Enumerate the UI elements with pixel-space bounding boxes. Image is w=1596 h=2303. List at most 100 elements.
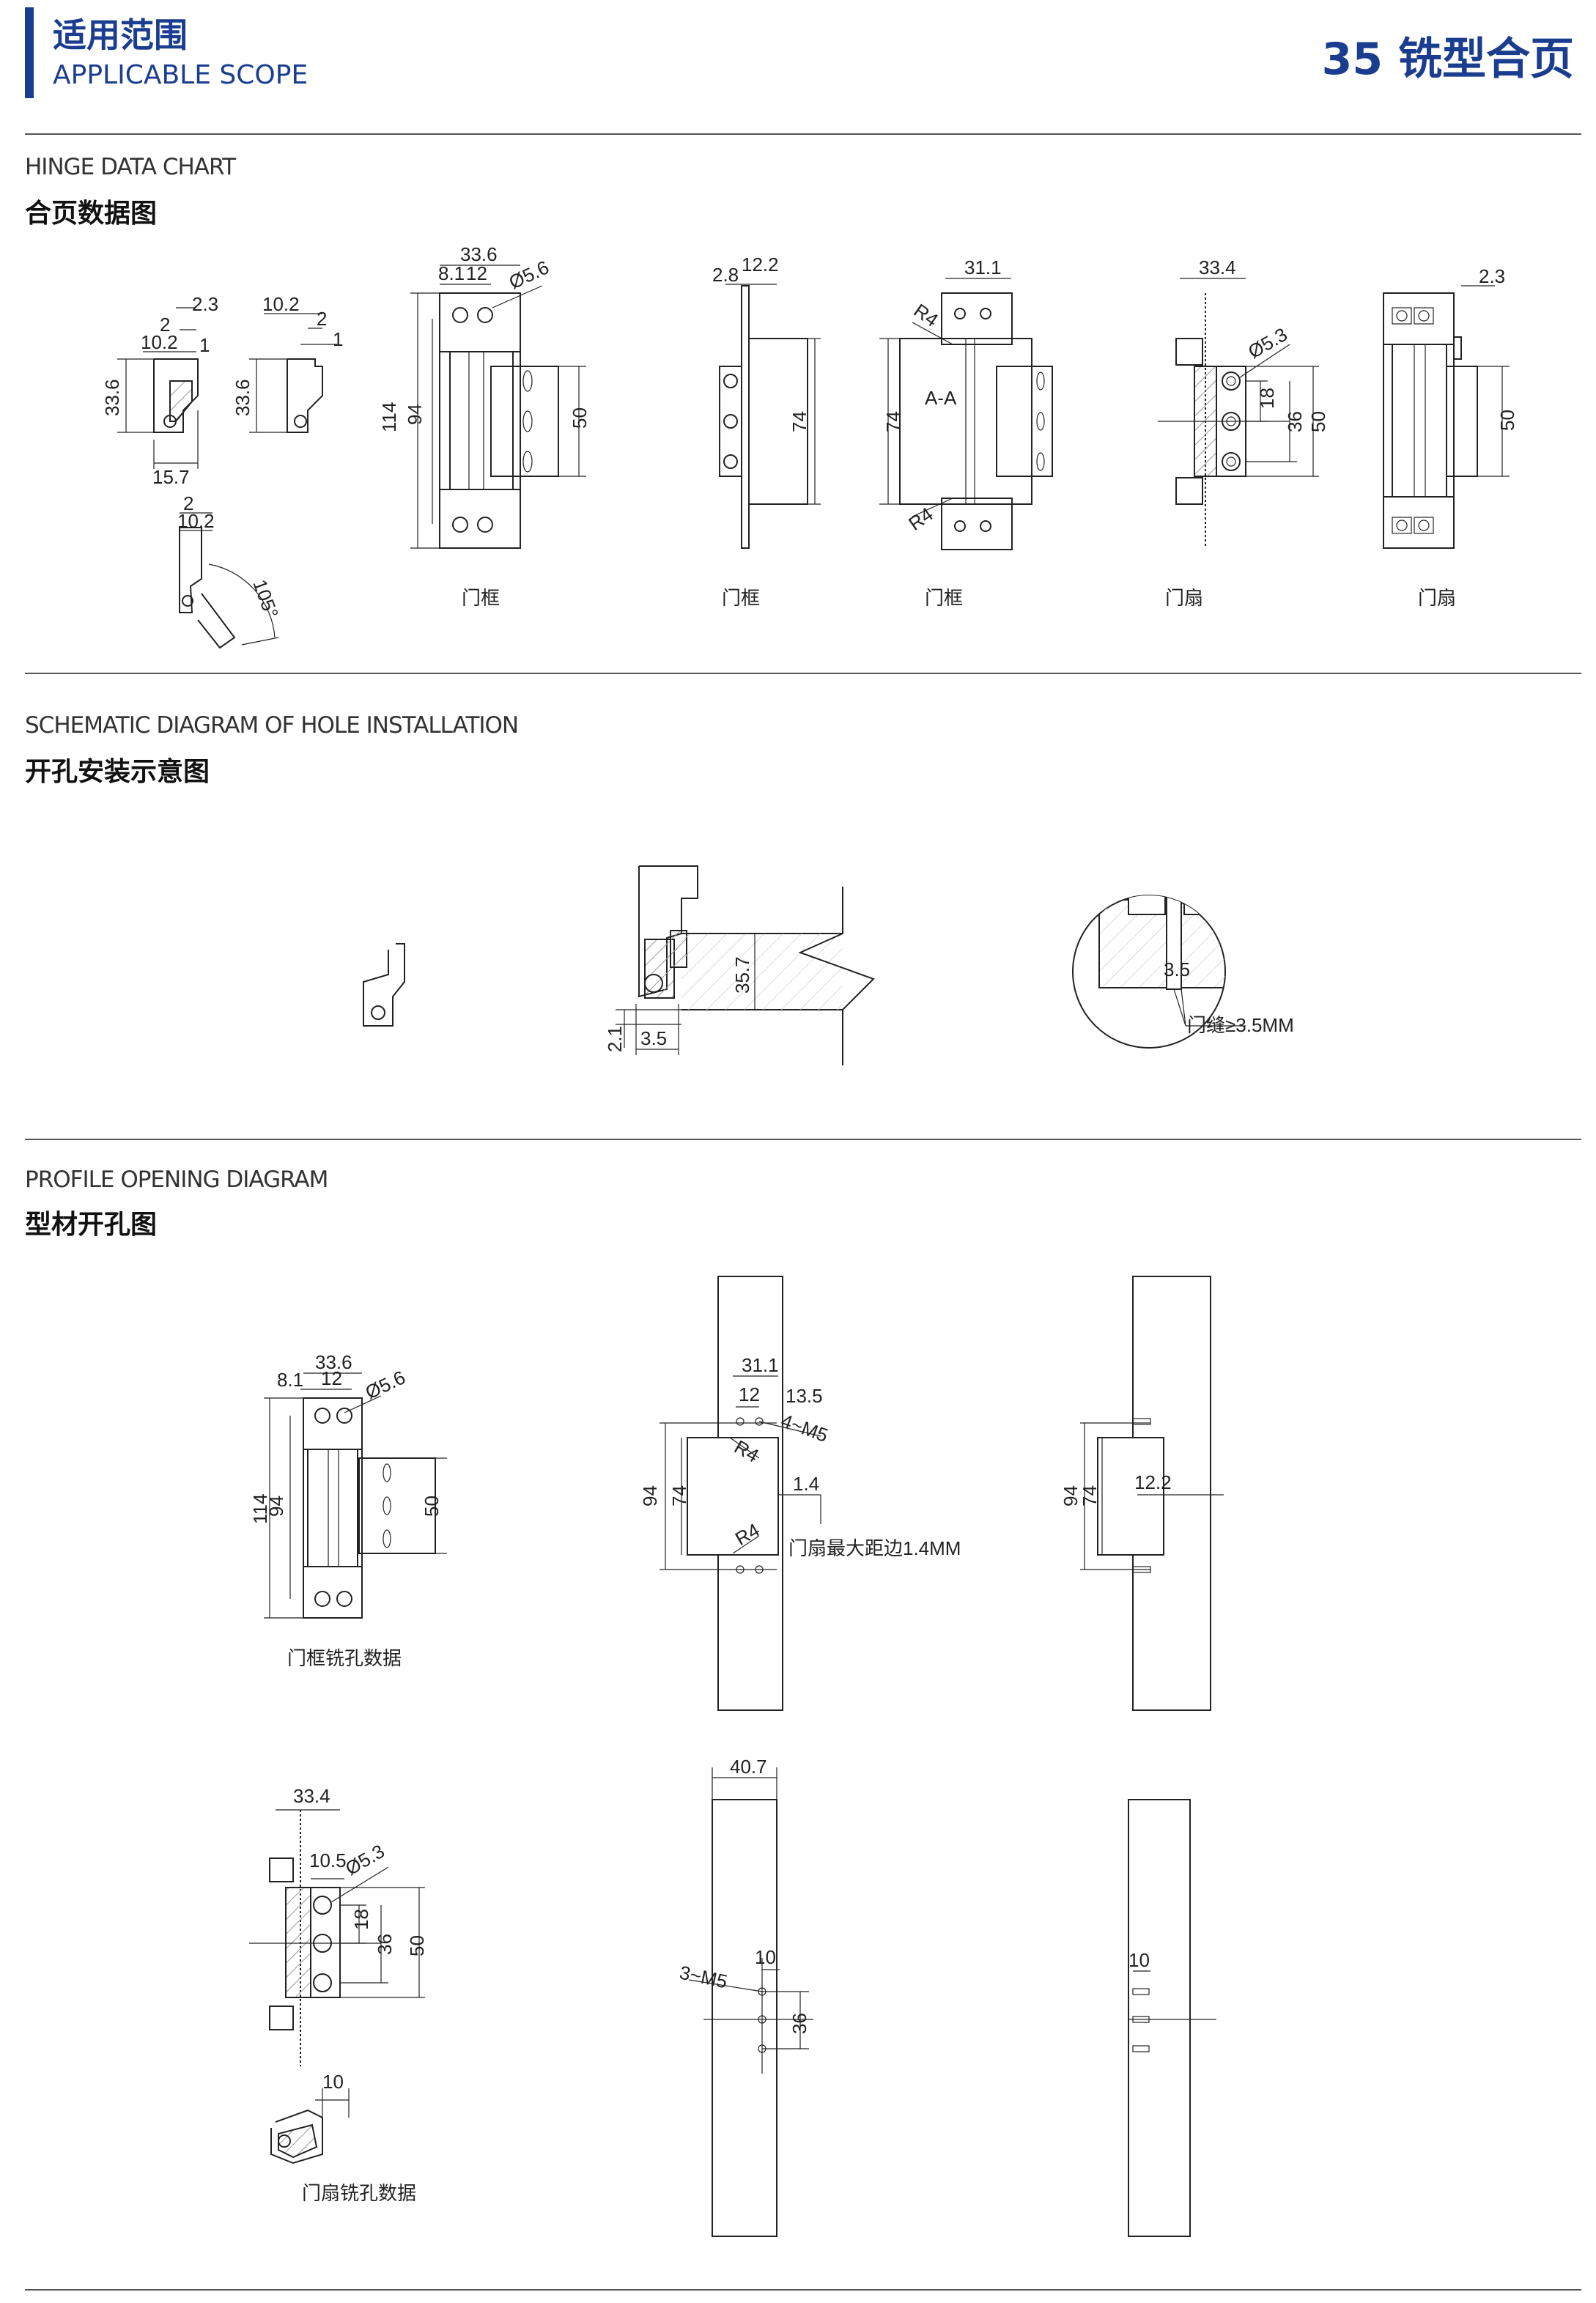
dim-label: 10 xyxy=(322,2071,344,2093)
section-mark: A-A xyxy=(925,387,957,409)
sash-side-view: 10 xyxy=(1128,1799,1216,2237)
dim-label: 13.5 xyxy=(786,1385,823,1407)
dim-label: 2 xyxy=(317,308,327,330)
dim-label: 12 xyxy=(466,262,487,284)
frame-cut-diagram: 31.1 12 13.5 4~M5 R4 R4 94 74 1.4 门扇最大距边… xyxy=(639,1276,961,1711)
dim-label: 94 xyxy=(1060,1485,1082,1507)
dim-label: 12.2 xyxy=(742,254,779,276)
dim-label: Ø5.3 xyxy=(1244,323,1291,363)
hinge-view-2: 2.8 12.2 74 门框 xyxy=(712,254,821,609)
dim-label: 114 xyxy=(249,1494,271,1524)
dim-label: Ø5.3 xyxy=(341,1840,388,1879)
divider xyxy=(25,133,1581,135)
dim-label: 2.3 xyxy=(192,293,218,315)
section-title-en: PROFILE OPENING DIAGRAM xyxy=(25,1167,328,1193)
hinge-view-4: 33.4 Ø5.3 18 36 50 门扇 xyxy=(1158,256,1329,609)
product-title: 35 铣型合页 xyxy=(1321,34,1574,85)
dim-label: 8.1 xyxy=(277,1369,303,1391)
dim-label: 36 xyxy=(1284,411,1306,432)
divider xyxy=(25,2289,1581,2291)
sash-cut-diagram: 40.7 3~M5 10 36 xyxy=(678,1756,813,2237)
dim-label: 33.6 xyxy=(232,379,254,416)
side-view-1: 2.3 2 10.2 1 33.6 15.7 xyxy=(101,293,218,488)
section-title-cn: 型材开孔图 xyxy=(25,1210,158,1240)
install-small-hinge xyxy=(363,943,405,1027)
dim-label: 31.1 xyxy=(742,1354,779,1376)
dim-label: 12 xyxy=(321,1367,342,1389)
dim-label: 8.1 xyxy=(438,262,465,284)
dim-label: 94 xyxy=(404,404,426,425)
view-caption: 门扇 xyxy=(1165,587,1203,609)
accent-bar xyxy=(25,7,34,98)
dim-label: 50 xyxy=(421,1496,443,1517)
section-title-en: SCHEMATIC DIAGRAM OF HOLE INSTALLATION xyxy=(25,712,519,739)
dim-label: 12.2 xyxy=(1134,1471,1172,1493)
scope-title-cn: 适用范围 xyxy=(53,15,188,55)
dim-label: 18 xyxy=(350,1909,372,1930)
dim-label: 2 xyxy=(183,492,193,514)
dim-label: 40.7 xyxy=(730,1756,767,1778)
swing-view: 2 10.2 105° xyxy=(177,492,283,649)
sash-milling-detail: 33.4 10.5 Ø5.3 18 36 50 10 门扇铣孔数据 xyxy=(249,1785,428,2204)
dim-label: 3~M5 xyxy=(678,1962,730,1993)
section-title-cn: 合页数据图 xyxy=(25,199,158,229)
dim-label: 10.2 xyxy=(262,293,300,315)
side-view-2: 10.2 2 1 33.6 xyxy=(232,293,343,433)
install-gap-detail: 3.5 门缝≥3.5MM xyxy=(1072,895,1294,1049)
dim-label: 33.6 xyxy=(101,379,123,416)
dim-label: 2.8 xyxy=(712,264,739,286)
section-title-cn: 开孔安装示意图 xyxy=(25,757,210,787)
dim-label: 10 xyxy=(755,1946,776,1968)
dim-label: 2 xyxy=(160,314,170,336)
view-caption: 门框 xyxy=(722,587,760,609)
dim-label: 1 xyxy=(199,334,210,356)
divider xyxy=(25,673,1581,674)
dim-label: 31.1 xyxy=(964,256,1002,278)
dim-label: 10.5 xyxy=(309,1849,347,1871)
dim-label: 50 xyxy=(1496,410,1518,431)
dim-label: 50 xyxy=(406,1935,428,1956)
dim-label: 74 xyxy=(1079,1485,1101,1507)
dim-label: 74 xyxy=(668,1485,690,1507)
hinge-view-3: 31.1 R4 R4 A-A 74 门框 xyxy=(879,256,1053,609)
view-caption: 门框 xyxy=(462,587,500,609)
view-caption: 门扇铣孔数据 xyxy=(302,2182,416,2204)
view-caption: 门扇 xyxy=(1418,587,1456,609)
dim-label: 15.7 xyxy=(152,466,190,488)
note: 门扇最大距边1.4MM xyxy=(788,1537,961,1559)
dim-label: 12 xyxy=(739,1383,760,1405)
dim-label: 74 xyxy=(882,411,904,432)
dim-label: 50 xyxy=(569,407,591,429)
dim-label: 114 xyxy=(378,402,400,432)
dim-label: 10.2 xyxy=(141,331,178,353)
dim-label: 2.1 xyxy=(604,1026,626,1052)
dim-label: 33.6 xyxy=(315,1351,352,1373)
dim-label: 94 xyxy=(265,1496,287,1517)
dim-label: 33.4 xyxy=(293,1785,330,1807)
dim-label: 33.6 xyxy=(460,243,498,265)
dim-label: 10.2 xyxy=(177,510,215,532)
scope-title-en: APPLICABLE SCOPE xyxy=(53,60,309,90)
dim-label: 1.4 xyxy=(793,1473,819,1495)
dim-label: 3.5 xyxy=(640,1027,667,1049)
hinge-view-1: 33.6 8.1 12 Ø5.6 114 94 50 门框 xyxy=(378,243,591,609)
dim-label: 105° xyxy=(248,577,283,621)
dim-label: Ø5.6 xyxy=(506,256,553,293)
section-title-en: HINGE DATA CHART xyxy=(25,154,236,180)
dim-label: 35.7 xyxy=(731,956,753,994)
dim-label: 50 xyxy=(1307,411,1329,432)
divider xyxy=(25,1139,1581,1140)
dim-label: R4 xyxy=(910,299,942,331)
dim-label: 74 xyxy=(788,411,810,432)
hinge-view-5: 2.3 50 门扇 xyxy=(1383,265,1518,609)
view-caption: 门框铣孔数据 xyxy=(287,1647,402,1669)
gap-note: 门缝≥3.5MM xyxy=(1187,1014,1294,1036)
dim-label: 2.3 xyxy=(1479,265,1505,287)
dim-label: 4~M5 xyxy=(778,1409,831,1446)
install-section: 2.1 3.5 35.7 xyxy=(604,865,875,1065)
dim-label: 10 xyxy=(1128,1949,1150,1971)
frame-milling-detail: 33.6 8.1 12 Ø5.6 114 94 50 门框铣孔数据 xyxy=(249,1351,447,1669)
dim-label: 18 xyxy=(1256,388,1278,409)
dim-label: 94 xyxy=(639,1485,661,1507)
